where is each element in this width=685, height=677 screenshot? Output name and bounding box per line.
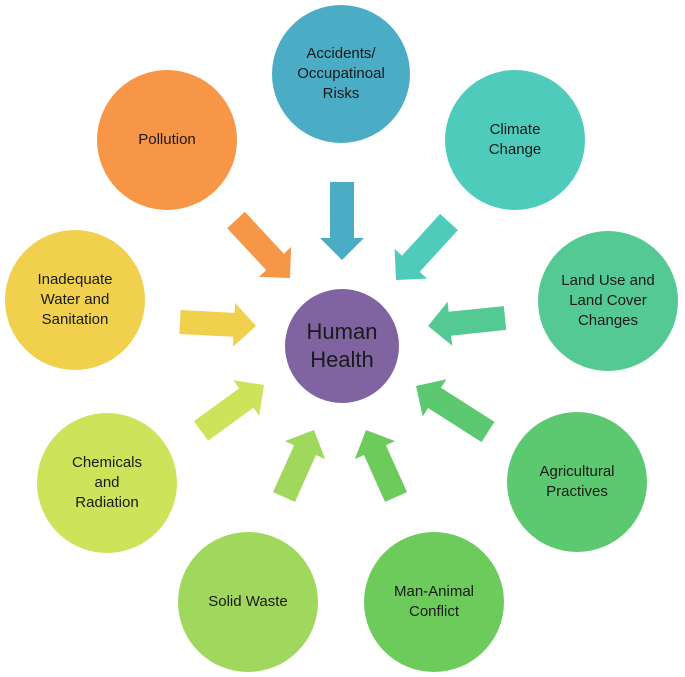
arrow-agricultural (416, 379, 495, 443)
arrow-solid-waste (273, 430, 326, 502)
node-label: Pollution (138, 131, 196, 148)
arrow-climate-change (394, 213, 458, 280)
center-label: Human Health (306, 319, 378, 372)
node-man-animal: Man-Animal Conflict (364, 532, 504, 672)
node-pollution: Pollution (97, 70, 237, 210)
node-label: Chemicals and Radiation (71, 454, 143, 511)
arrow-pollution (227, 211, 292, 278)
node-accidents: Accidents/ Occupatinoal Risks (272, 5, 410, 143)
arrow-chemicals (193, 380, 264, 441)
node-climate-change: Climate Change (445, 70, 585, 210)
node-label: Agricultural Practives (539, 463, 615, 500)
node-label: Solid Waste (208, 593, 288, 610)
node-label: Land Use and Land Cover Changes (561, 272, 655, 329)
node-label: Inadequate Water and Sanitation (37, 271, 113, 328)
node-label: Man-Animal Conflict (393, 583, 475, 620)
center-human-health: Human Health (285, 289, 399, 403)
node-label: Climate Change (488, 121, 542, 158)
node-label: Accidents/ Occupatinoal Risks (297, 45, 385, 102)
node-land-use: Land Use and Land Cover Changes (538, 231, 678, 371)
node-water-sanitation: Inadequate Water and Sanitation (5, 230, 145, 370)
node-chemicals: Chemicals and Radiation (37, 413, 177, 553)
arrow-water-sanitation (179, 302, 256, 347)
arrow-land-use (428, 301, 507, 346)
node-agricultural: Agricultural Practives (507, 412, 647, 552)
arrow-accidents (320, 182, 364, 260)
arrow-man-animal (354, 430, 407, 502)
node-solid-waste: Solid Waste (178, 532, 318, 672)
